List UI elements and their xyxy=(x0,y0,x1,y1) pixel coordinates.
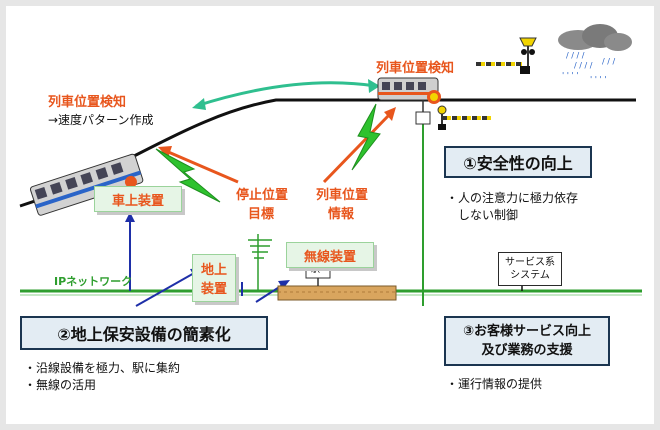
station-platform-icon xyxy=(277,263,397,301)
radio-equipment-label: 無線装置 xyxy=(303,249,356,265)
ground-equipment-box: 地上 装置 xyxy=(192,254,236,302)
radio-lightning-icon-2 xyxy=(351,103,381,171)
service-goal-box: ③お客様サービス向上 及び業務の支援 xyxy=(444,316,610,366)
train-icon-left xyxy=(29,153,144,216)
radio-equipment-box: 無線装置 xyxy=(286,242,374,268)
safety-bullet-2: しない制御 xyxy=(446,208,519,222)
onboard-equipment-box: 車上装置 xyxy=(94,186,182,212)
train-icon-right xyxy=(377,77,441,104)
train-position-info-label-1: 列車位置 xyxy=(316,188,369,203)
service-goal-title-1: ③お客様サービス向上 xyxy=(462,324,591,339)
safety-goal-title: ①安全性の向上 xyxy=(463,154,573,173)
svg-text:/ / /: / / / xyxy=(602,57,615,66)
radio-lightning-icon xyxy=(155,148,221,203)
service-system-label-2: システム xyxy=(510,270,550,281)
ground-link xyxy=(135,271,197,307)
safety-goal-box: ①安全性の向上 xyxy=(444,146,592,178)
ground-equipment-label-1: 地上 xyxy=(200,263,227,278)
position-link-arrow xyxy=(195,81,377,108)
simplify-goal-title: ②地上保安設備の簡素化 xyxy=(57,325,231,344)
svg-text:' ' ' ': ' ' ' ' xyxy=(590,75,606,84)
service-goal-title-2: 及び業務の支援 xyxy=(481,343,573,358)
stop-target-label-1: 停止位置 xyxy=(236,188,289,203)
radio-antenna-icon xyxy=(248,234,272,291)
train-position-info-label-2: 情報 xyxy=(328,207,355,222)
rain-cloud-icon: / / / / / / / / ' ' ' ' ' ' ' ' / / / xyxy=(558,24,632,84)
position-detect-label-right: 列車位置検知 xyxy=(376,61,455,76)
ground-equipment-label-2: 装置 xyxy=(200,282,227,297)
service-bullet-1: ・運行情報の提供 xyxy=(446,377,543,391)
safety-bullet-1: ・人の注意力に極力依存 xyxy=(446,191,579,205)
diagram-artwork: / / / / / / / / ' ' ' ' ' ' ' ' / / / xyxy=(19,24,642,307)
onboard-equipment-label: 車上装置 xyxy=(111,193,164,209)
service-system-label-1: サービス系 xyxy=(505,257,555,268)
simplify-goal-box: ②地上保安設備の簡素化 xyxy=(20,316,268,350)
crossing-signal-icon xyxy=(476,37,537,74)
position-detect-label-left: 列車位置検知 xyxy=(48,95,127,110)
ip-network-label: IPネットワーク xyxy=(54,275,133,288)
level-crossing-icon xyxy=(437,105,492,130)
speed-pattern-label: →速度パターン作成 xyxy=(48,113,154,127)
simplify-bullet-2: ・無線の活用 xyxy=(24,378,97,392)
simplify-bullet-1: ・沿線設備を極力、駅に集約 xyxy=(24,361,181,375)
stop-target-label-2: 目標 xyxy=(248,207,275,222)
svg-text:' ' ' ': ' ' ' ' xyxy=(562,71,578,80)
train-position-info-arrow xyxy=(322,112,392,184)
stop-target-arrow xyxy=(165,149,239,184)
svg-text:/ / / /: / / / / xyxy=(574,61,593,70)
station-sign: 駅 xyxy=(311,265,321,275)
service-system-box: サービス系 システム xyxy=(498,252,562,286)
svg-text:/ / / /: / / / / xyxy=(566,51,585,60)
